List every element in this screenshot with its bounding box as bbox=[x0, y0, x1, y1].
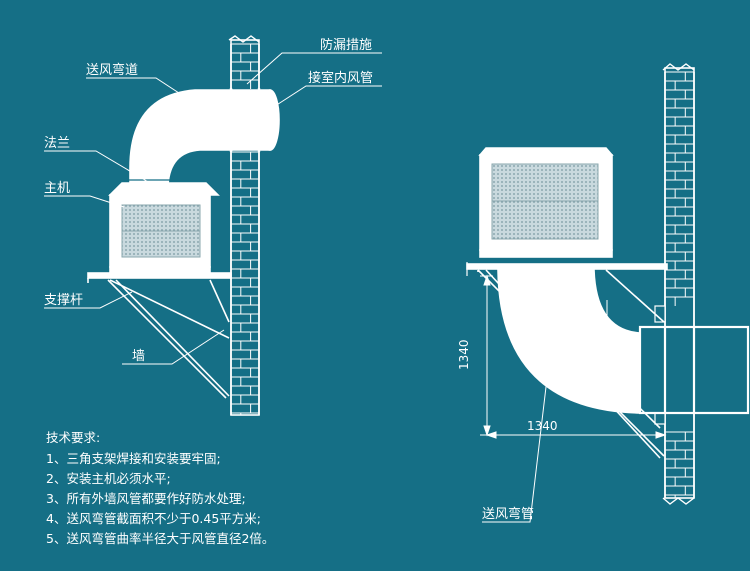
label-duct-elbow: 送风弯道 bbox=[86, 62, 138, 78]
label-indoor-duct: 接室内风管 bbox=[308, 70, 373, 86]
right-support-brackets bbox=[477, 269, 665, 459]
left-platform bbox=[87, 272, 232, 279]
dimension-lines bbox=[480, 274, 667, 442]
right-platform bbox=[466, 263, 668, 270]
label-flange: 法兰 bbox=[44, 136, 70, 151]
left-installation-diagram bbox=[44, 35, 382, 416]
requirement-item-2: 2、安装主机必须水平; bbox=[46, 471, 171, 486]
right-duct-elbow bbox=[497, 269, 641, 414]
right-main-unit bbox=[478, 147, 614, 258]
requirement-item-5: 5、送风弯管曲率半径大于风管直径2倍。 bbox=[46, 531, 274, 546]
right-brick-wall bbox=[662, 63, 695, 505]
elbow-leader bbox=[482, 369, 549, 523]
label-support-rod: 支撑杆 bbox=[44, 293, 83, 308]
label-main-unit: 主机 bbox=[44, 181, 70, 196]
left-leader-lines bbox=[44, 52, 382, 365]
requirement-item-4: 4、送风弯管截面积不少于0.45平方米; bbox=[46, 511, 261, 526]
left-support-brackets bbox=[87, 278, 230, 399]
duct-elbow bbox=[129, 89, 233, 186]
technical-requirements: 技术要求: 1、三角支架焊接和安装要牢固; 2、安装主机必须水平; 3、所有外墙… bbox=[46, 430, 274, 546]
label-waterproofing: 防漏措施 bbox=[320, 37, 372, 53]
dim-horizontal: 1340 bbox=[527, 419, 558, 433]
duct-size: 670×670 bbox=[619, 346, 633, 402]
requirement-item-3: 3、所有外墙风管都要作好防水处理; bbox=[46, 491, 246, 506]
requirement-item-1: 1、三角支架焊接和安装要牢固; bbox=[46, 451, 221, 466]
right-installation-diagram bbox=[466, 63, 750, 523]
left-main-unit bbox=[108, 182, 220, 274]
indoor-duct bbox=[229, 88, 280, 152]
label-elbow-right: 送风弯管 bbox=[482, 506, 534, 522]
dim-vertical: 1340 bbox=[457, 339, 471, 370]
requirements-title: 技术要求: bbox=[46, 430, 100, 445]
label-wall: 墙 bbox=[132, 349, 145, 364]
right-indoor-duct bbox=[638, 325, 750, 415]
